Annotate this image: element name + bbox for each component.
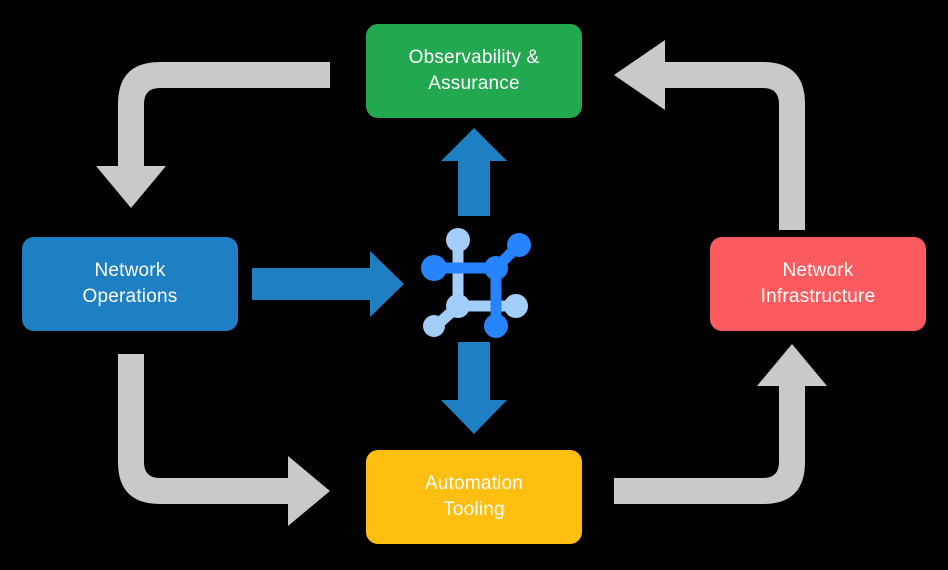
node-automation-tooling[interactable]: Automation Tooling [366,450,582,544]
connector-infrastructure-to-observability [614,40,805,230]
connector-automation-to-infrastructure [614,344,827,504]
node-observability-label-line2: Assurance [428,73,520,94]
node-network-operations-label-line2: Operations [82,286,178,307]
connector-center-to-automation [441,342,507,434]
topology-dark-nodes [421,233,531,338]
node-network-infrastructure-label-line1: Network [782,260,854,282]
node-observability-label: Observability & Assurance [409,45,540,96]
connector-ops-to-automation [118,354,330,526]
connector-center-to-observability [441,128,507,216]
node-network-infrastructure-label-line2: Infrastructure [760,286,876,307]
node-network-infrastructure[interactable]: Network Infrastructure [710,237,926,331]
node-observability-and-assurance[interactable]: Observability & Assurance [366,24,582,118]
node-network-infrastructure-label: Network Infrastructure [761,258,876,309]
node-network-operations[interactable]: Network Operations [22,237,238,331]
node-network-operations-label-line1: Network [94,260,166,282]
connector-observability-to-ops [96,62,330,208]
node-automation-tooling-label-line1: Automation [424,473,524,495]
node-automation-tooling-label-line2: Tooling [443,499,505,520]
connector-ops-to-center [252,251,404,317]
node-observability-label-line1: Observability & [408,47,540,69]
node-network-operations-label: Network Operations [83,258,178,309]
node-automation-tooling-label: Automation Tooling [425,471,523,522]
network-topology-icon [421,228,531,338]
topology-light-edges [428,234,520,332]
topology-light-nodes [423,228,528,337]
